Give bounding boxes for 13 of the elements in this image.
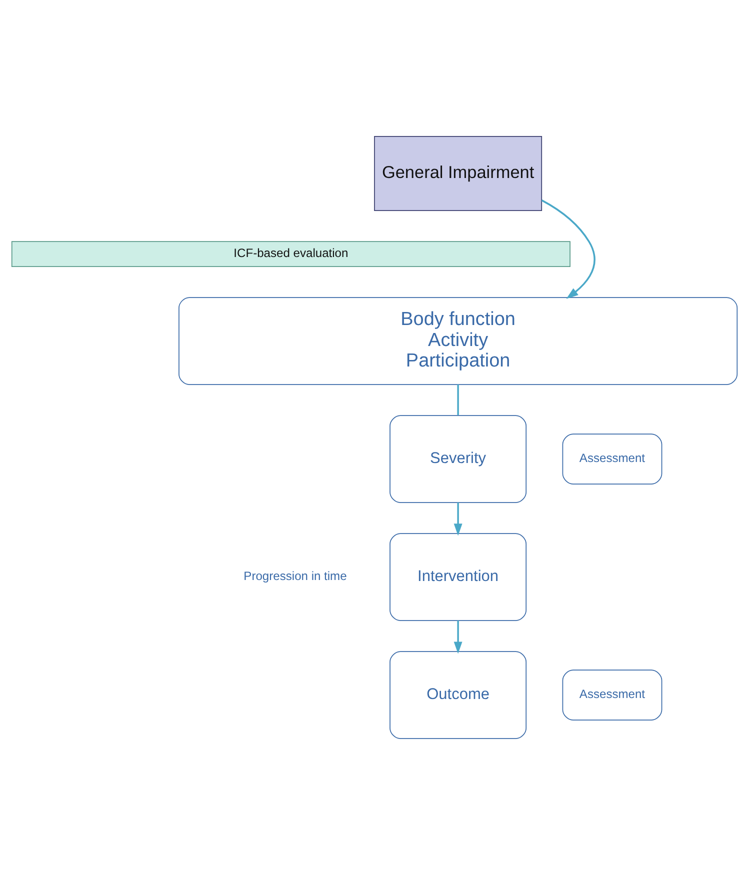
node-box: ICF-based evaluation (11, 240, 570, 266)
arrow (541, 199, 596, 298)
node-box: Body function Activity Participation (178, 296, 738, 384)
arrow (454, 620, 462, 654)
node-box: Intervention (390, 532, 527, 620)
connector (457, 384, 459, 415)
node-box: Severity (390, 414, 527, 502)
label: Progression in time (244, 568, 347, 583)
arrow (454, 502, 462, 536)
node-box: Assessment (562, 433, 662, 484)
node-box: Assessment (562, 669, 662, 720)
node-box: Outcome (390, 650, 527, 738)
node-box: General Impairment (374, 136, 542, 210)
